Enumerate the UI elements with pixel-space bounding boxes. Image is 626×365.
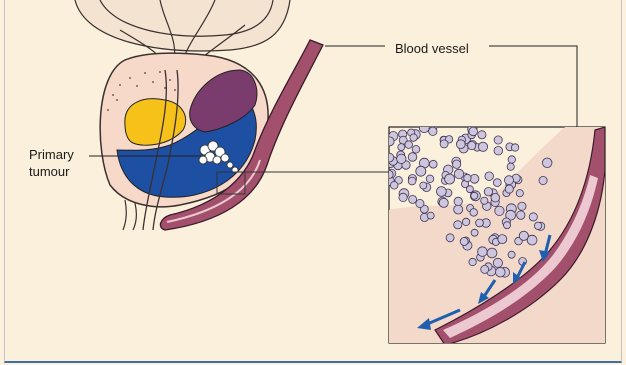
zoom-inset bbox=[385, 123, 605, 345]
tumour-cell bbox=[409, 195, 417, 203]
tumour-cell bbox=[397, 154, 406, 163]
tumour-cell bbox=[469, 127, 478, 136]
tumour-cell bbox=[478, 247, 488, 257]
tumour-cell bbox=[478, 142, 487, 151]
tumour-cell bbox=[456, 140, 465, 149]
tumour-cell bbox=[454, 205, 463, 214]
tumour-cell bbox=[534, 222, 541, 229]
tumour-cell bbox=[539, 176, 547, 184]
tumour-cell bbox=[504, 222, 511, 229]
tumour-cell bbox=[469, 258, 476, 265]
tumour-cell bbox=[493, 179, 501, 187]
primary-tumour-label: Primary tumour bbox=[29, 146, 74, 180]
tumour-cell bbox=[505, 185, 513, 193]
tumour-cell bbox=[487, 248, 497, 258]
figure-panel: Blood vessel Primary tumour bbox=[4, 0, 622, 363]
tumour-cell bbox=[481, 197, 488, 204]
tumour-cell bbox=[496, 267, 506, 277]
tumour-cell bbox=[410, 134, 417, 141]
tumour-cell bbox=[481, 265, 489, 273]
tumour-cell bbox=[440, 140, 448, 148]
tumour-cell bbox=[471, 192, 478, 199]
tumour-cell bbox=[468, 142, 476, 150]
tumour-cell bbox=[454, 221, 462, 229]
tumour-cell bbox=[529, 213, 537, 221]
tumour-cell bbox=[408, 153, 417, 162]
tumour-cell bbox=[452, 160, 460, 168]
tumour-cell bbox=[494, 146, 503, 155]
tumour-cell bbox=[508, 251, 515, 258]
tumour-cell bbox=[419, 123, 429, 133]
tumour-cell bbox=[405, 141, 413, 149]
lower-duct bbox=[123, 200, 136, 230]
tumour-cell bbox=[476, 219, 484, 227]
tumour-cell bbox=[519, 231, 528, 240]
tumour-cell bbox=[495, 206, 504, 215]
tumour-cell bbox=[471, 229, 478, 236]
tumour-cell bbox=[464, 174, 471, 181]
tumour-cell bbox=[470, 209, 478, 217]
primary-label-line1: Primary bbox=[29, 146, 74, 163]
tumour-cell bbox=[446, 234, 454, 242]
tumour-cell bbox=[478, 131, 486, 139]
tumour-cell bbox=[416, 199, 424, 207]
tumour-cell bbox=[507, 163, 514, 170]
tumour-cell bbox=[454, 197, 462, 205]
tumour-cell bbox=[445, 174, 455, 184]
tumour-cell bbox=[437, 187, 447, 197]
tumour-cell bbox=[518, 202, 526, 210]
tumour-cell bbox=[462, 218, 469, 225]
tumour-cell bbox=[426, 175, 434, 183]
tumour-cell bbox=[399, 193, 407, 201]
tumour-cell bbox=[498, 235, 507, 244]
tumour-cell bbox=[484, 188, 492, 196]
tumour-cell bbox=[385, 137, 394, 146]
blood-vessel-leader-b bbox=[489, 46, 577, 130]
primary-label-line2: tumour bbox=[29, 163, 74, 180]
tumour-cell bbox=[429, 160, 437, 168]
tumour-cell bbox=[390, 182, 398, 190]
blood-vessel-label: Blood vessel bbox=[395, 40, 469, 57]
tumour-cell bbox=[542, 158, 552, 168]
tumour-cell bbox=[505, 176, 514, 185]
tumour-cell bbox=[454, 169, 463, 178]
tumour-cell bbox=[485, 172, 494, 181]
tumour-cell bbox=[416, 166, 426, 176]
tumour-cell bbox=[420, 182, 427, 189]
tumour-cell bbox=[511, 144, 518, 151]
tumour-cell bbox=[460, 238, 468, 246]
tumour-cell bbox=[508, 156, 515, 163]
tumour-cell bbox=[408, 177, 416, 185]
prostate-diagram bbox=[5, 0, 623, 363]
tumour-cell bbox=[398, 144, 405, 151]
tumour-cell bbox=[516, 190, 523, 197]
tumour-cell bbox=[427, 212, 434, 219]
tumour-cell bbox=[429, 127, 437, 135]
tumour-cell bbox=[493, 258, 502, 267]
tumour-cell bbox=[491, 193, 500, 202]
tumour-cell bbox=[517, 211, 525, 219]
tumour-cell bbox=[412, 146, 420, 154]
tumour-cell bbox=[494, 136, 502, 144]
tumour-cell bbox=[385, 153, 394, 162]
tumour-cell bbox=[439, 198, 448, 207]
